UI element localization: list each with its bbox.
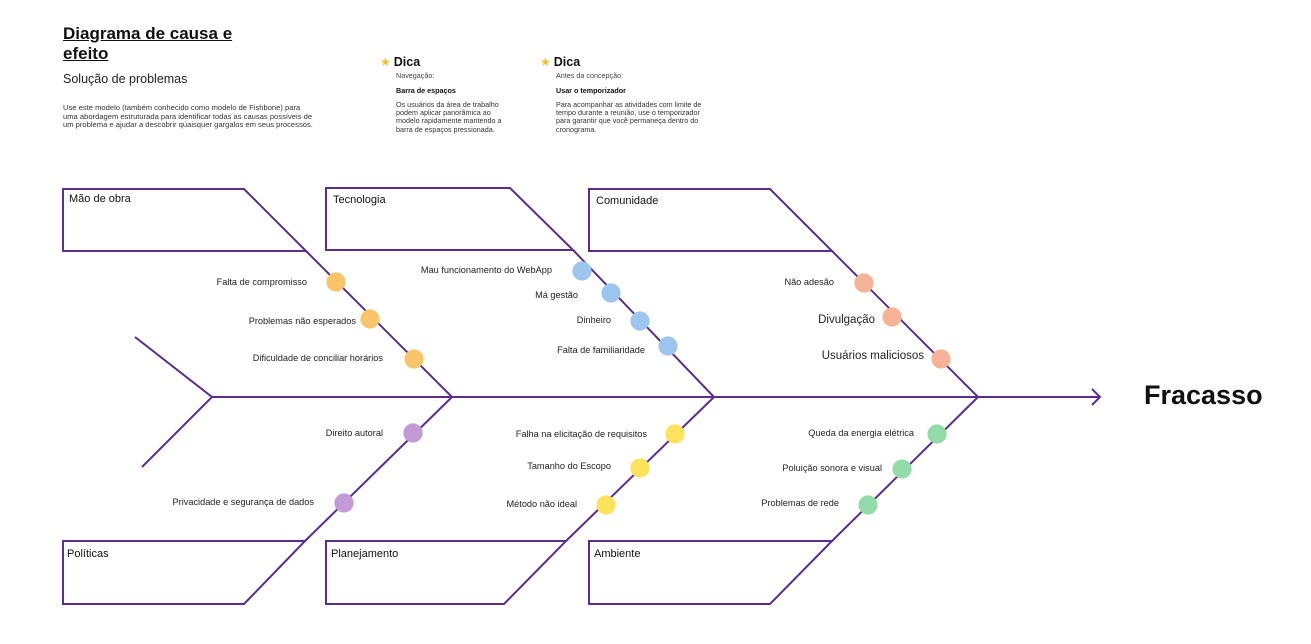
tip-shortcut: Barra de espaços bbox=[396, 85, 456, 95]
cause-label: Método não ideal bbox=[506, 499, 578, 509]
cause-dot bbox=[931, 349, 951, 369]
cause-label: Usuários maliciosos bbox=[821, 350, 924, 362]
cause-label: Falta de compromisso bbox=[216, 277, 307, 287]
cause-label: Não adesão bbox=[784, 277, 834, 287]
tip-card-navigation: ★ Dica Navegação: Barra de espaços Os us… bbox=[380, 55, 515, 134]
tip-heading-label: Dica bbox=[553, 55, 581, 69]
cause-label: Má gestão bbox=[535, 290, 578, 300]
cause-dot bbox=[882, 307, 902, 327]
category-label-mao-de-obra: Mão de obra bbox=[69, 193, 131, 205]
box-planejamento bbox=[325, 540, 569, 605]
category-label-tecnologia: Tecnologia bbox=[333, 194, 386, 206]
effect-label: Fracasso bbox=[1144, 380, 1263, 410]
cause-dot bbox=[854, 273, 874, 293]
cause-dot bbox=[630, 311, 650, 331]
tip-label: Navegação: bbox=[396, 71, 435, 81]
tip-heading-label: Dica bbox=[393, 55, 421, 69]
box-politicas bbox=[62, 540, 308, 605]
cause-label: Problemas de rede bbox=[761, 498, 839, 508]
cause-label: Problemas não esperados bbox=[248, 316, 356, 326]
tip-heading: ★ Dica bbox=[380, 55, 515, 69]
star-icon: ★ bbox=[380, 55, 391, 69]
category-label-ambiente: Ambiente bbox=[594, 548, 641, 560]
page-title: Diagrama de causa e efeito bbox=[63, 24, 233, 63]
cause-dot bbox=[658, 336, 678, 356]
cause-label: Direito autoral bbox=[325, 428, 383, 438]
cause-label: Falta de familiaridade bbox=[557, 345, 645, 355]
tip-body: Os usuários da área de trabalho podem ap… bbox=[396, 99, 502, 134]
fish-tail bbox=[134, 336, 214, 468]
cause-dot bbox=[858, 495, 878, 515]
cause-label: Tamanho do Escopo bbox=[527, 461, 611, 471]
cause-label: Queda da energia elétrica bbox=[808, 428, 914, 438]
cause-label: Privacidade e segurança de dados bbox=[172, 497, 314, 507]
cause-label: Dinheiro bbox=[576, 315, 611, 325]
cause-dot bbox=[596, 495, 616, 515]
cause-dot bbox=[892, 459, 912, 479]
cause-label: Dificuldade de conciliar horários bbox=[252, 353, 383, 363]
cause-dot bbox=[572, 261, 592, 281]
cause-dot bbox=[334, 493, 354, 513]
arrow-head-icon bbox=[1091, 388, 1102, 406]
cause-dot bbox=[403, 423, 423, 443]
page-subtitle: Solução de problemas bbox=[63, 72, 188, 86]
cause-label: Poluição sonora e visual bbox=[782, 463, 882, 473]
cause-label: Falha na elicitação de requisitos bbox=[515, 429, 647, 439]
star-icon: ★ bbox=[540, 55, 551, 69]
cause-dot bbox=[404, 349, 424, 369]
category-label-planejamento: Planejamento bbox=[331, 548, 399, 560]
tip-label: Antes da concepção: bbox=[556, 71, 624, 81]
bone-comunidade bbox=[831, 250, 979, 398]
cause-label: Divulgação bbox=[818, 314, 875, 326]
cause-label: Mau funcionamento do WebApp bbox=[420, 265, 552, 275]
category-label-politicas: Políticas bbox=[67, 548, 109, 560]
box-ambiente bbox=[588, 540, 835, 605]
cause-dot bbox=[326, 272, 346, 292]
tip-heading: ★ Dica bbox=[540, 55, 705, 69]
template-description: Use este modelo (também conhecido como m… bbox=[63, 103, 313, 130]
cause-dot bbox=[360, 309, 380, 329]
tip-body: Para acompanhar as atividades com limite… bbox=[556, 99, 702, 134]
tip-card-timer: ★ Dica Antes da concepção: Usar o tempor… bbox=[540, 55, 705, 134]
cause-dot bbox=[630, 458, 650, 478]
tip-shortcut: Usar o temporizador bbox=[556, 85, 626, 95]
cause-dot bbox=[601, 283, 621, 303]
bone-politicas bbox=[304, 396, 453, 542]
cause-dot bbox=[927, 424, 947, 444]
cause-dot bbox=[665, 424, 685, 444]
category-label-comunidade: Comunidade bbox=[596, 195, 659, 207]
